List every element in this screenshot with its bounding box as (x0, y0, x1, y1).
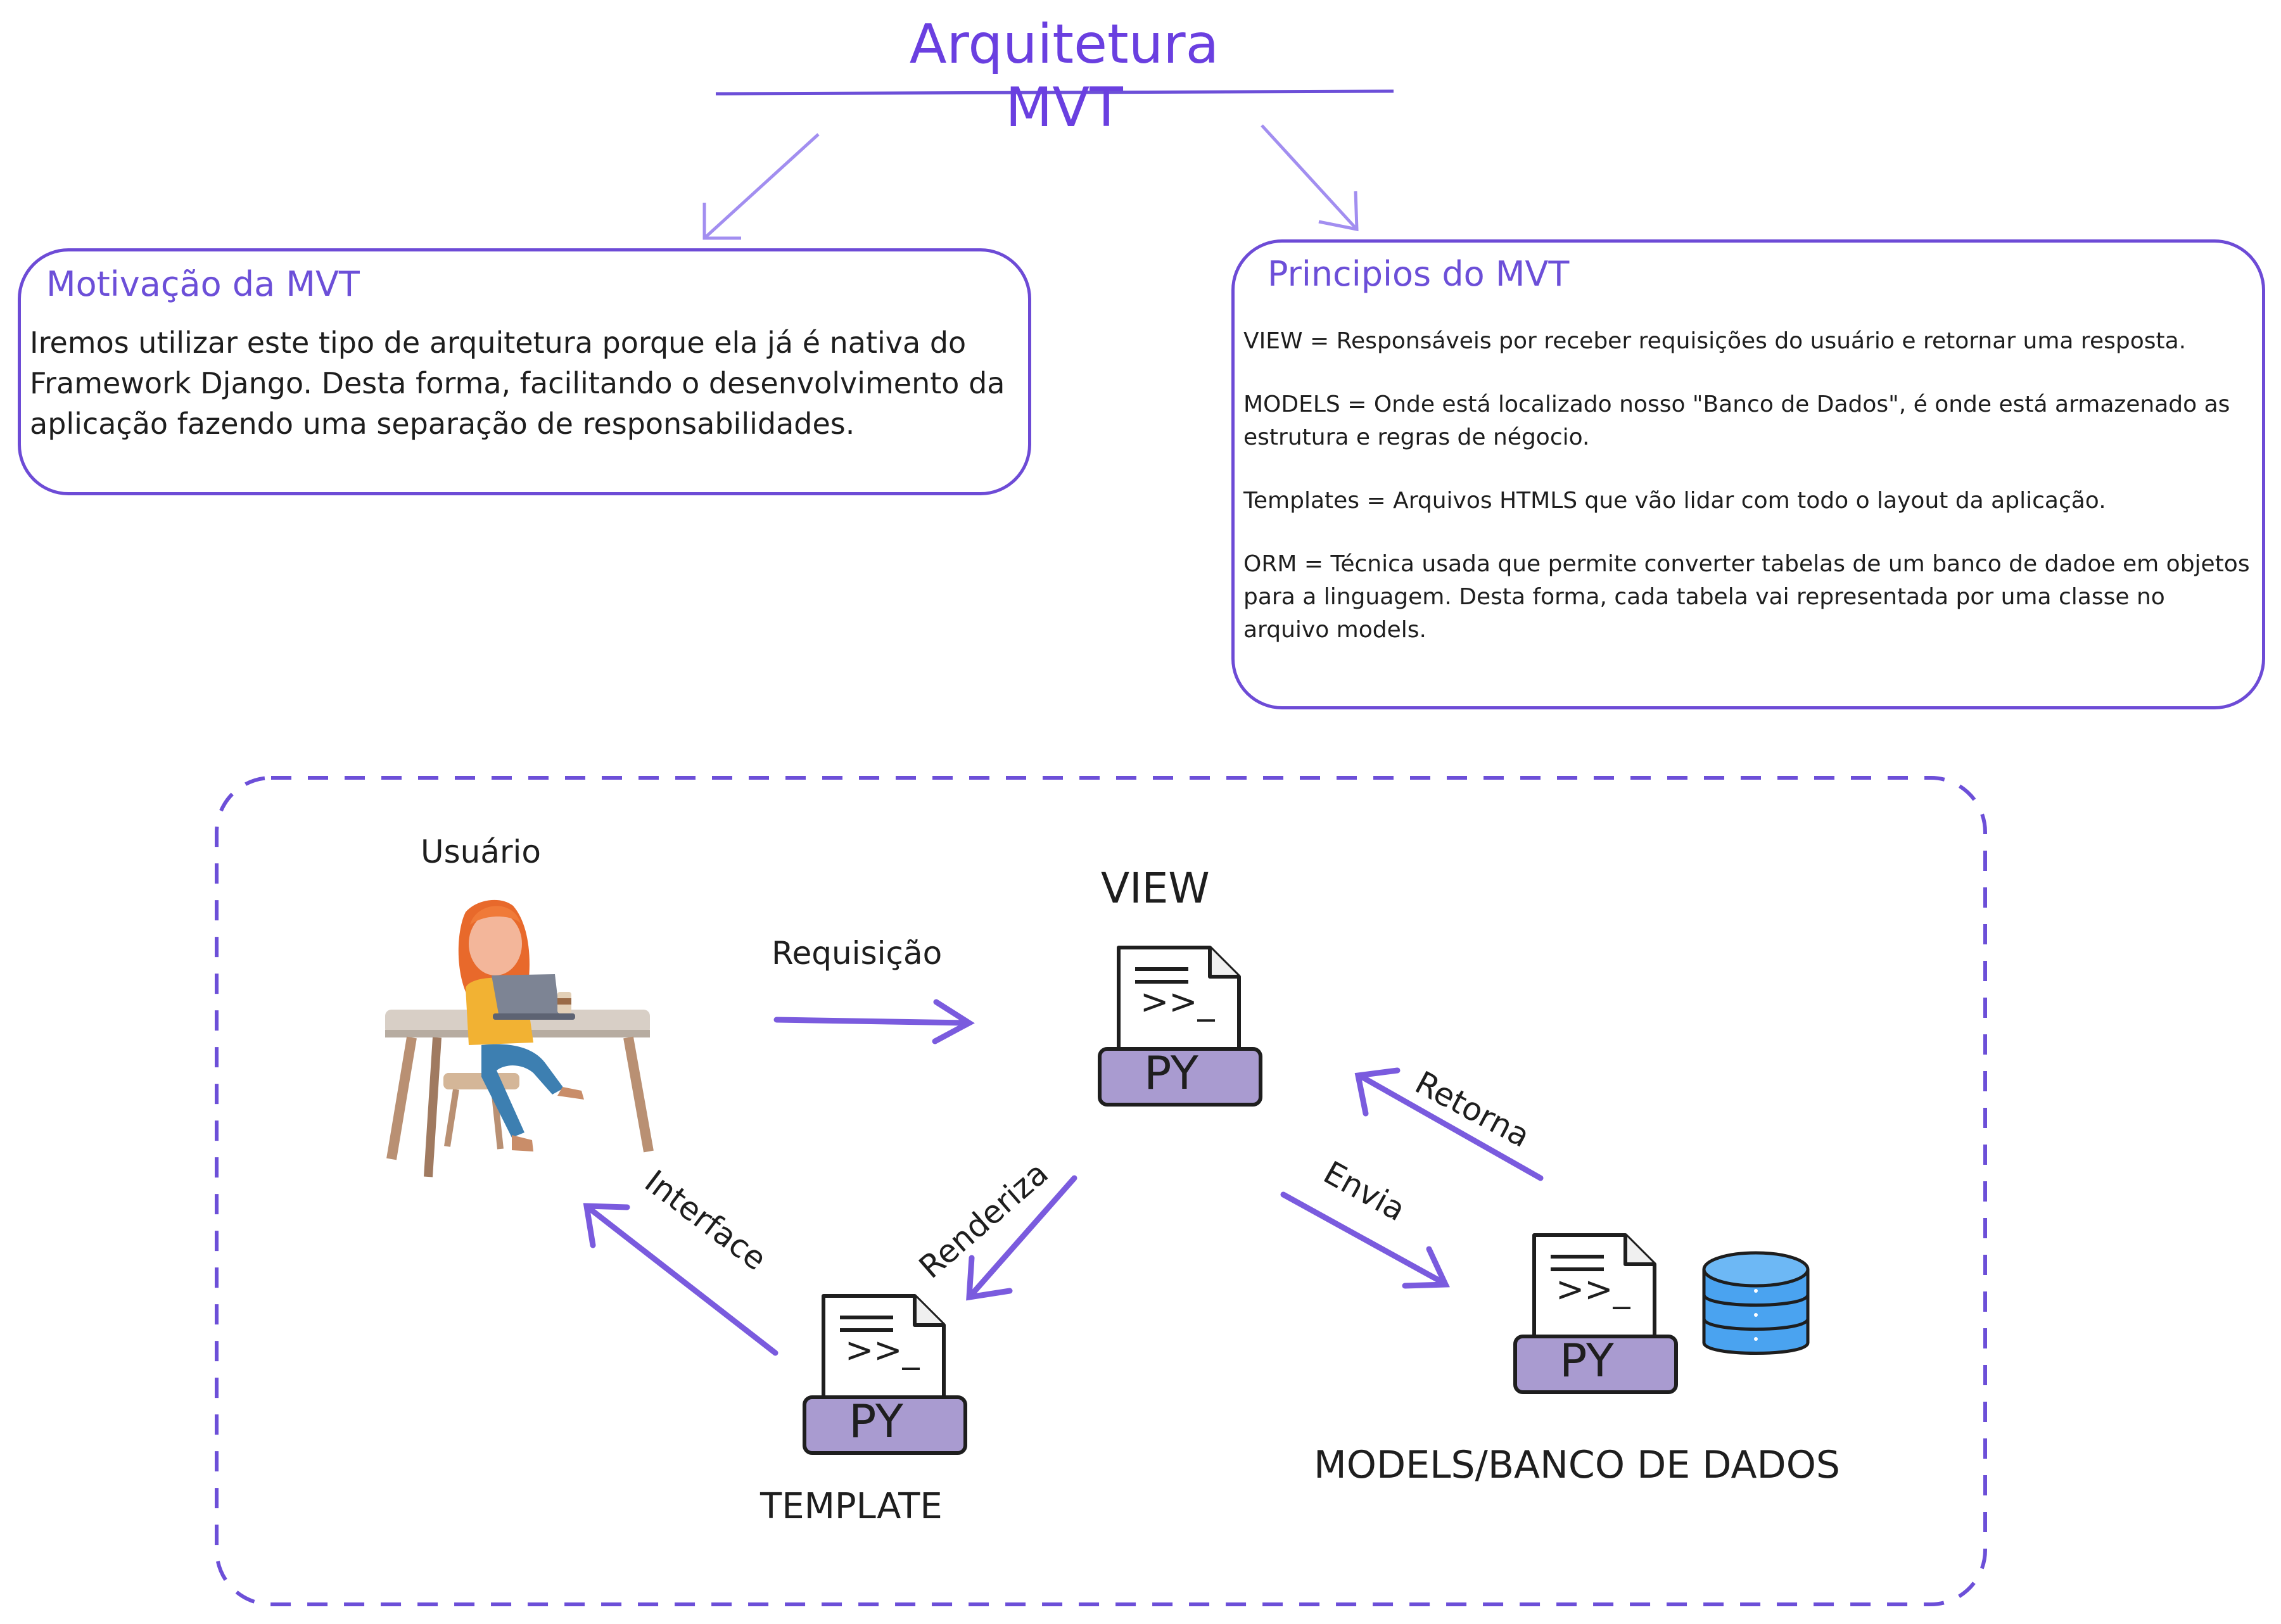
models-python-file-icon (1513, 1233, 1678, 1394)
models-file-badge: PY (1560, 1334, 1614, 1387)
template-file-badge: PY (849, 1395, 903, 1448)
models-file-prompt: >>_ (1556, 1269, 1630, 1309)
arrow-renderiza (966, 1175, 1077, 1301)
page-title: Arquitetura MVT (909, 13, 1219, 139)
principios-item-orm: ORM = Técnica usada que permite converte… (1243, 551, 2250, 643)
edge-label-requisicao: Requisição (772, 935, 943, 972)
view-label: VIEW (1101, 864, 1210, 913)
view-python-file-icon (1098, 946, 1262, 1107)
view-file-badge: PY (1144, 1046, 1198, 1100)
arrow-envia (1280, 1191, 1450, 1289)
template-label: TEMPLATE (760, 1486, 943, 1527)
principios-item-view: VIEW = Responsáveis por receber requisiç… (1243, 328, 2187, 354)
motivacao-text: Iremos utilizar este tipo de arquitetura… (30, 326, 1005, 441)
title-underline (715, 89, 1394, 96)
principios-item-templates: Templates = Arquivos HTMLS que vão lidar… (1243, 488, 2106, 514)
database-icon (1702, 1251, 1810, 1355)
arrow-retorna (1354, 1067, 1544, 1181)
user-at-desk-illustration (385, 899, 654, 1177)
principios-item-models: MODELS = Onde está localizado nosso "Ban… (1243, 391, 2230, 450)
principios-list: VIEW = Responsáveis por receber requisiç… (1243, 325, 2257, 677)
principios-title: Principios do MVT (1268, 254, 1570, 294)
motivacao-card: Motivação da MVT Iremos utilizar este ti… (18, 248, 1031, 495)
view-file-prompt: >>_ (1140, 982, 1215, 1022)
arrow-requisicao (773, 999, 975, 1044)
arrow-interface (583, 1203, 778, 1356)
template-file-prompt: >>_ (845, 1330, 920, 1370)
principios-card: Principios do MVT VIEW = Responsáveis po… (1231, 239, 2265, 709)
user-label: Usuário (421, 834, 542, 870)
diagram-frame (215, 776, 1987, 1606)
motivacao-title: Motivação da MVT (46, 264, 360, 304)
template-python-file-icon (803, 1294, 967, 1455)
arrow-title-to-principios (1261, 124, 1359, 232)
models-label: MODELS/BANCO DE DADOS (1314, 1443, 1841, 1487)
arrow-title-to-motivacao (702, 133, 820, 240)
